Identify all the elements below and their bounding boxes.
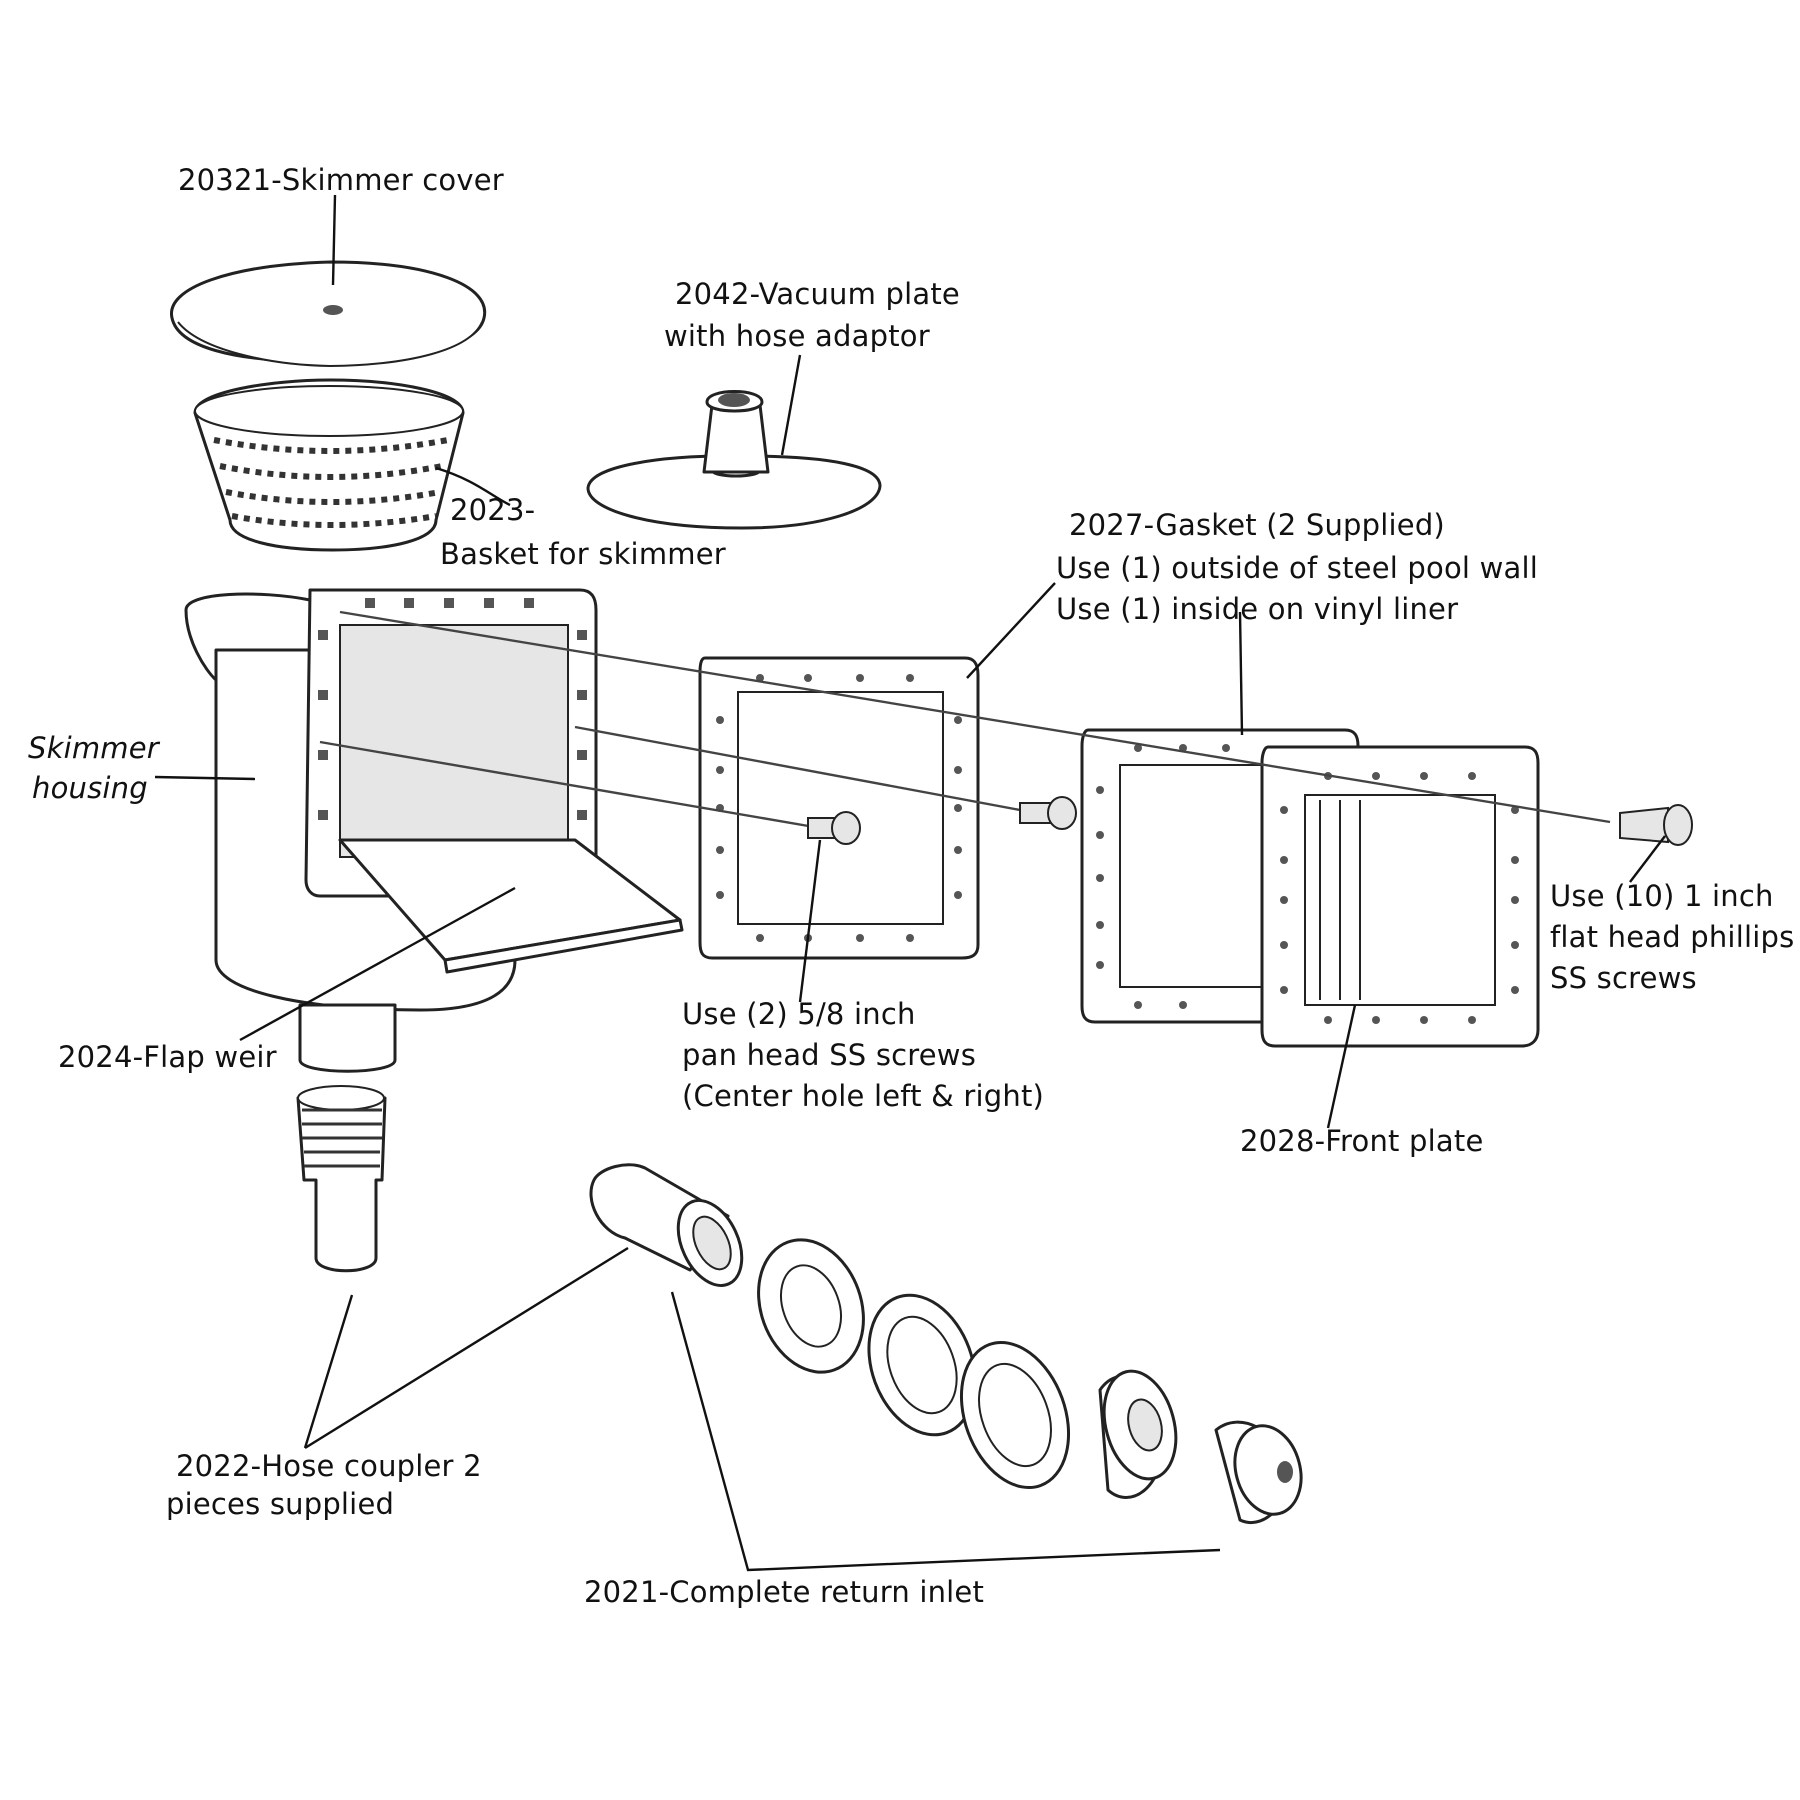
hose-coupler-part	[296, 1085, 387, 1273]
flat-head-screw-part	[1619, 804, 1693, 846]
flat-head-screws-label-line1: Use (10) 1 inch	[1550, 879, 1774, 913]
leader-lines	[154, 194, 1666, 1572]
return-inlet-label: 2021-Complete return inlet	[584, 1575, 985, 1609]
flat-head-screws-label-line2: flat head phillips	[1550, 920, 1795, 954]
screw-alignment-lines	[319, 610, 1611, 830]
front-plate-label: 2028-Front plate	[1240, 1124, 1484, 1158]
basket-label-line1: 2023-	[450, 493, 536, 527]
pan-head-screw-second-part	[1019, 796, 1077, 830]
hose-coupler-label-line2: pieces supplied	[166, 1487, 395, 1521]
skimmer-basket-part	[193, 378, 465, 552]
gasket-label-line2: Use (1) outside of steel pool wall	[1056, 551, 1539, 585]
skimmer-cover-label: 20321-Skimmer cover	[178, 163, 504, 197]
skimmer-cover-part	[170, 260, 487, 368]
gasket-part	[698, 656, 980, 960]
front-plate-part	[1260, 745, 1540, 1048]
vacuum-plate-part	[586, 390, 882, 530]
flat-head-screws-label-line3: SS screws	[1550, 961, 1697, 995]
vacuum-plate-label-line1: 2042-Vacuum plate	[675, 277, 960, 311]
pan-head-screws-label-line3: (Center hole left & right)	[682, 1079, 1045, 1113]
vacuum-plate-label-line2: with hose adaptor	[664, 319, 930, 353]
gasket-label-line1: 2027-Gasket (2 Supplied)	[1069, 508, 1445, 542]
skimmer-housing-part	[184, 588, 598, 1073]
flap-weir-label: 2024-Flap weir	[58, 1040, 277, 1074]
skimmer-housing-label-line2: housing	[32, 771, 148, 805]
return-inlet-part	[589, 1163, 1303, 1524]
pan-head-screws-label-line2: pan head SS screws	[682, 1038, 977, 1072]
basket-label-line2: Basket for skimmer	[440, 537, 726, 571]
gasket-label-line3: Use (1) inside on vinyl liner	[1056, 592, 1459, 626]
hose-coupler-label-line1: 2022-Hose coupler 2	[176, 1449, 482, 1483]
pan-head-screw-part	[807, 811, 861, 845]
flap-weir-part	[338, 838, 684, 974]
skimmer-housing-label-line1: Skimmer	[28, 731, 159, 765]
pan-head-screws-label-line1: Use (2) 5/8 inch	[682, 997, 916, 1031]
